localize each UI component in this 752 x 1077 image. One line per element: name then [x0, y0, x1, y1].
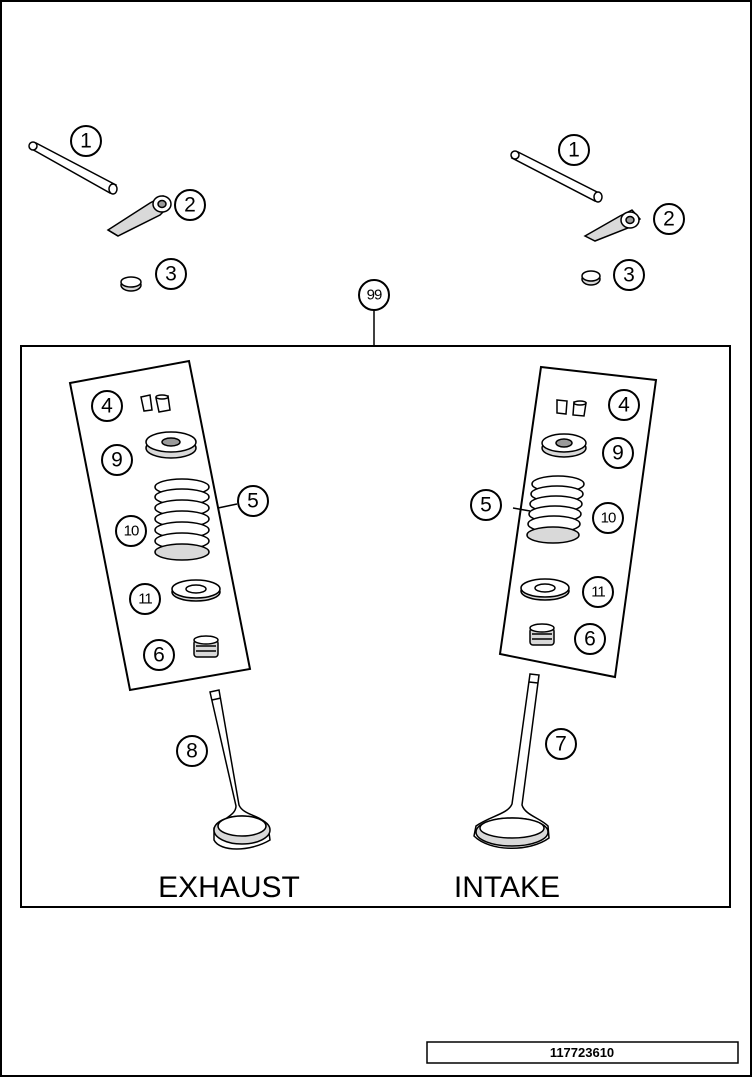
intake-spring-seat	[520, 578, 570, 601]
callout-exhaust-8: 8	[176, 735, 208, 767]
callout-right-2: 2	[653, 203, 685, 235]
callout-exhaust-10: 10	[115, 515, 147, 547]
callout-left-1: 1	[70, 125, 102, 157]
intake-valve	[473, 673, 550, 849]
drawing-number-box	[426, 1041, 739, 1064]
callout-text: 4	[101, 395, 113, 418]
right-rocker-arm	[583, 209, 642, 242]
callout-text: 10	[601, 510, 616, 527]
callout-intake-9: 9	[602, 437, 634, 469]
callout-right-1: 1	[558, 134, 590, 166]
exhaust-valve	[209, 689, 271, 850]
callout-exhaust-11: 11	[129, 583, 161, 615]
callout-text: 9	[111, 449, 123, 472]
right-rocker-shaft	[510, 150, 603, 203]
intake-spring-retainer	[541, 433, 587, 458]
callout-text: 99	[367, 287, 382, 304]
left-rocker-arm	[106, 195, 172, 237]
callout-text: 10	[124, 523, 139, 540]
callout-intake-11: 11	[582, 576, 614, 608]
callout-text: 11	[591, 584, 605, 601]
callout-exhaust-5: 5	[237, 485, 269, 517]
callout-text: 7	[555, 733, 567, 756]
left-rocker-pad	[120, 276, 142, 292]
exhaust-kit-box	[68, 359, 252, 692]
callout-text: 5	[247, 490, 259, 513]
callout-text: 2	[184, 194, 196, 217]
callout-intake-4: 4	[608, 389, 640, 421]
callout-left-3: 3	[155, 258, 187, 290]
callout-text: 2	[663, 208, 675, 231]
intake-valve-keepers	[556, 399, 587, 417]
callout-intake-7: 7	[545, 728, 577, 760]
right-rocker-pad	[581, 270, 601, 286]
callout-exhaust-6: 6	[143, 639, 175, 671]
callout-left-2: 2	[174, 189, 206, 221]
callout-right-3: 3	[613, 259, 645, 291]
exhaust-spring-retainer	[145, 431, 197, 459]
exhaust-valve-spring	[154, 478, 210, 561]
intake-kit-box	[498, 365, 658, 679]
callout-kit-99: 99	[358, 279, 390, 311]
exhaust-label: EXHAUST	[158, 871, 300, 904]
kit-frame	[20, 345, 731, 908]
intake-valve-spring	[526, 475, 585, 544]
drawing-number: 117723610	[550, 1045, 614, 1060]
callout-text: 4	[618, 394, 630, 417]
callout-text: 3	[623, 264, 635, 287]
callout-text: 9	[612, 442, 624, 465]
callout-text: 3	[165, 263, 177, 286]
callout-text: 5	[480, 494, 492, 517]
exhaust-spring-seat	[171, 579, 221, 602]
exhaust-valve-stem-seal	[193, 635, 219, 658]
callout-text: 6	[584, 628, 596, 651]
callout-text: 1	[80, 130, 92, 153]
callout-text: 8	[186, 740, 198, 763]
callout-exhaust-9: 9	[101, 444, 133, 476]
callout-text: 11	[138, 591, 152, 608]
callout-exhaust-4: 4	[91, 390, 123, 422]
intake-valve-stem-seal	[529, 623, 555, 646]
intake-label: INTAKE	[454, 871, 560, 904]
callout-intake-6: 6	[574, 623, 606, 655]
callout-text: 1	[568, 139, 580, 162]
callout-text: 6	[153, 644, 165, 667]
left-rocker-shaft	[28, 141, 118, 195]
callout-intake-5: 5	[470, 489, 502, 521]
callout-intake-10: 10	[592, 502, 624, 534]
exhaust-valve-keepers	[140, 394, 171, 413]
